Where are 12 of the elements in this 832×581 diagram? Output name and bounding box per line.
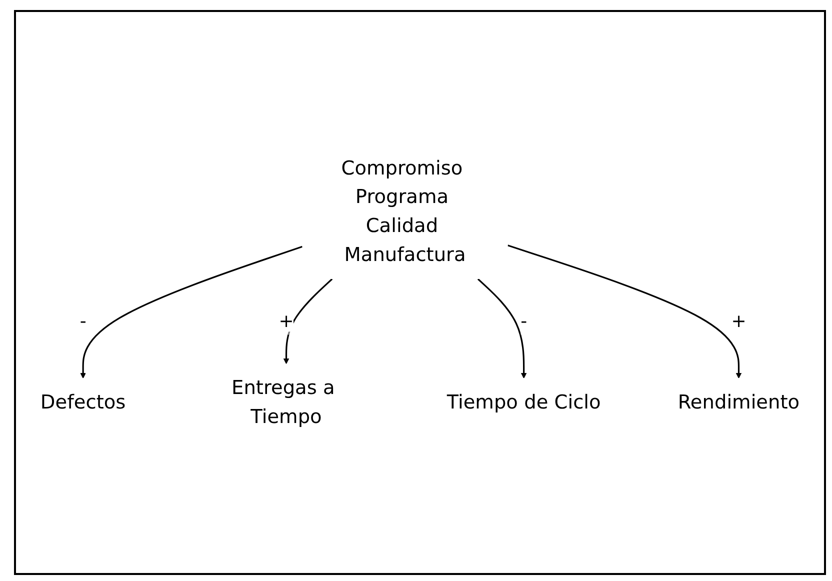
edge-label: - xyxy=(520,310,528,332)
node-text: Entregas a Tiempo xyxy=(232,376,335,428)
arrow xyxy=(283,278,333,364)
edge-label: + xyxy=(731,310,746,332)
arrow xyxy=(508,244,742,378)
node-text: Rendimiento xyxy=(678,391,800,414)
node-text: Tiempo de Ciclo xyxy=(446,391,601,414)
node-text: Defectos xyxy=(40,391,126,414)
node-text: Compromiso Programa Calidad Manufactura xyxy=(341,156,466,266)
edge-label: + xyxy=(278,310,294,332)
causal-diagram: - + - + Defectos Entregas a Tiempo Compromiso Programa Calidad Manufactura Tiempo de Ciclo Rendimiento xyxy=(16,139,824,446)
edge-label: - xyxy=(80,310,86,332)
